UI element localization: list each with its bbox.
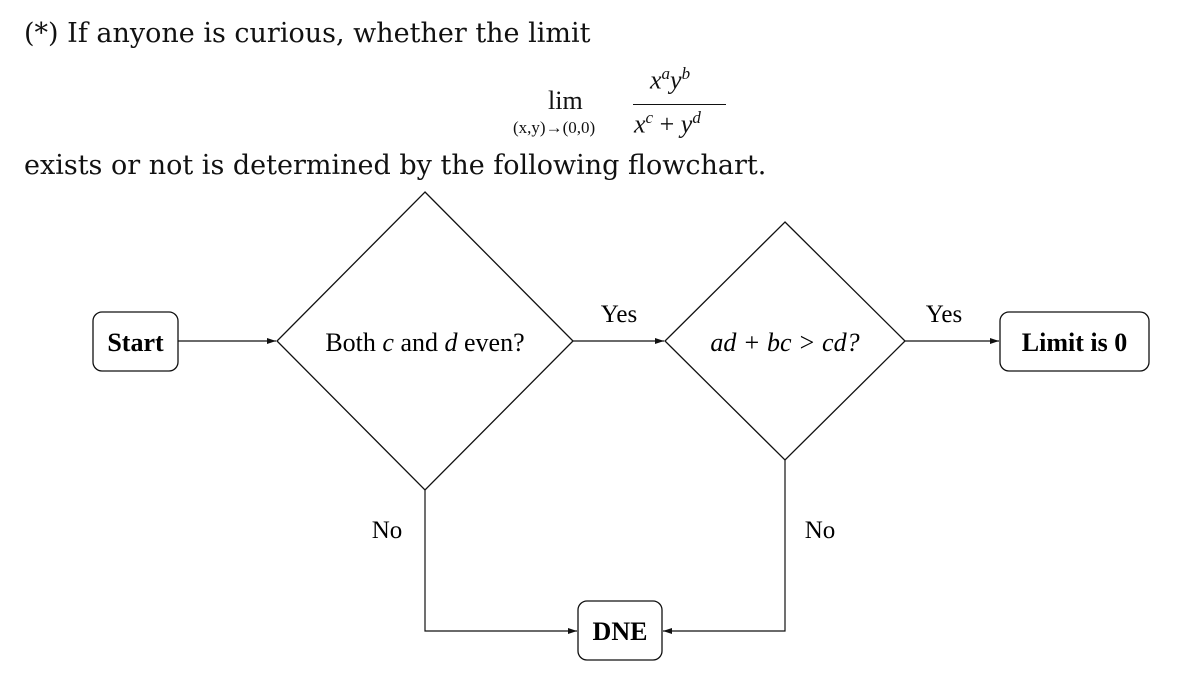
yes-label-2: Yes [926,301,962,328]
start-node: Start [92,311,179,372]
decision-both-even: Both c and d even? [276,191,574,491]
dne-node: DNE [577,600,663,661]
start-label: Start [107,328,164,357]
lim-operator: lim [548,86,583,115]
dne-label: DNE [593,617,648,646]
lim-subscript: (x,y)→(0,0) [513,118,596,137]
limit-zero-label: Limit is 0 [1022,328,1127,357]
edge-decision2-no [663,460,786,634]
limit-zero-node: Limit is 0 [999,311,1150,372]
fraction-bar [633,104,726,105]
decision-inequality: ad + bc > cd? [664,221,906,461]
decision-both-even-label: Both c and d even? [325,328,524,357]
outro-text: exists or not is determined by the follo… [24,150,767,181]
edge-decision1-no [424,490,577,634]
fraction-numerator: xayb [650,64,691,95]
no-label-2: No [805,517,836,544]
intro-text: (*) If anyone is curious, whether the li… [24,18,591,49]
no-label-1: No [372,517,403,544]
decision-inequality-label: ad + bc > cd? [710,328,859,357]
fraction-denominator: xc + yd [634,108,701,139]
yes-label-1: Yes [601,301,637,328]
